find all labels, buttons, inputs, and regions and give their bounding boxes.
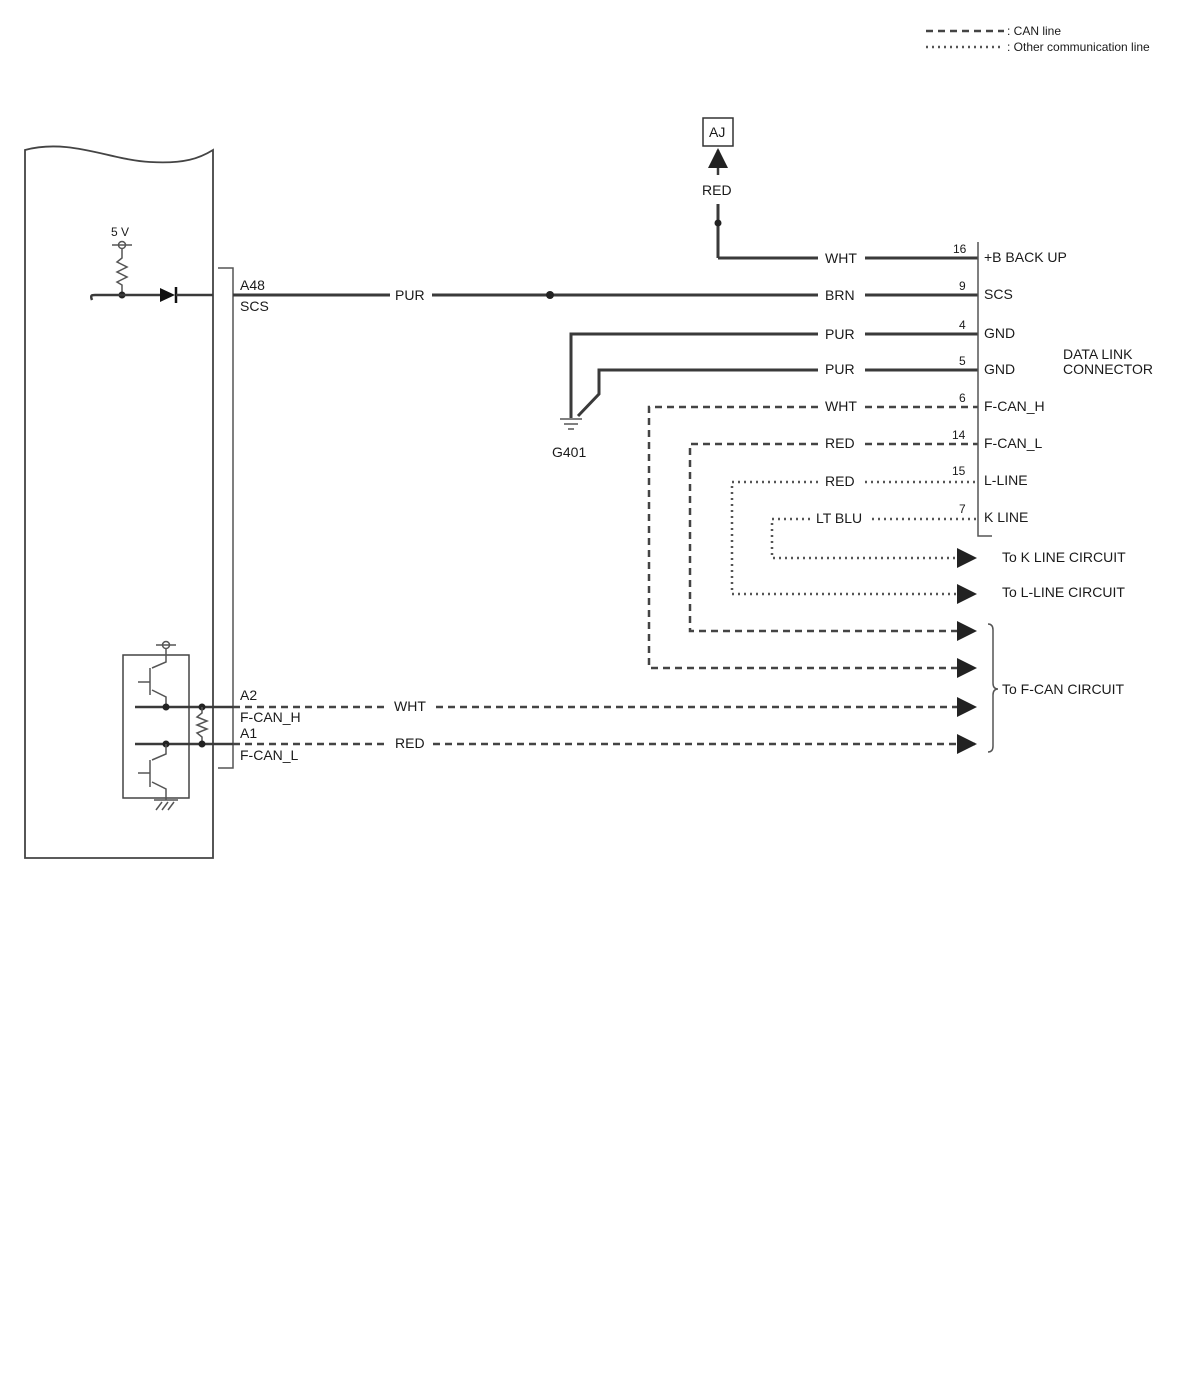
wire-aj-color: RED (702, 182, 732, 198)
dlc-pin-9: 9 (959, 279, 966, 293)
supply-voltage-label: 5 V (111, 225, 129, 239)
dlc-pin-16: 16 (953, 242, 967, 256)
terminal-a48-pin: A48 (240, 277, 265, 293)
transceiver-box (122, 654, 190, 799)
dlc-pin-15: 15 (952, 464, 966, 478)
wire-gnd4-color: PUR (825, 326, 855, 342)
dlc-connector-bracket (977, 242, 992, 537)
dlc-pin-6: 6 (959, 391, 966, 405)
ground-g401-icon (560, 418, 582, 430)
legend: : CAN line : Other communication line (926, 24, 1150, 54)
dest-k-line-label: To K LINE CIRCUIT (1002, 549, 1126, 565)
dest-l-line-label: To L-LINE CIRCUIT (1002, 584, 1125, 600)
dlc-signal-scs: SCS (984, 286, 1013, 302)
dest-f-can-label: To F-CAN CIRCUIT (1002, 681, 1125, 697)
wire-fcanl-dlc-color: RED (825, 435, 855, 451)
unit-terminals: A48 SCS A2 F-CAN_H A1 F-CAN_L (240, 277, 301, 763)
wire-fcanh-dlc-color: WHT (825, 398, 857, 414)
terminal-a2-pin: A2 (240, 687, 257, 703)
dlc-signal-gnd-4: GND (984, 325, 1015, 341)
dlc-signal-lline: L-LINE (984, 472, 1028, 488)
ground-g401-label: G401 (552, 444, 586, 460)
terminal-a48-signal: SCS (240, 298, 269, 314)
dlc-signal-kline: K LINE (984, 509, 1028, 525)
scs-input-circuit: 5 V (89, 225, 213, 303)
terminal-a1-pin: A1 (240, 725, 257, 741)
dlc-signal-backup: +B BACK UP (984, 249, 1067, 265)
junction-aj-label: AJ (709, 124, 725, 140)
dlc-comm-lines: WHT RED RED LT BLU (647, 398, 978, 678)
dlc-pin-7: 7 (959, 502, 966, 516)
pullup-resistor-icon (115, 249, 129, 295)
wire-fcanh-unit-color: WHT (394, 698, 426, 714)
terminal-a2-signal: F-CAN_H (240, 709, 301, 725)
wire-scs-right-color: BRN (825, 287, 855, 303)
ground-wires: PUR PUR G401 (552, 326, 978, 460)
lline-dlc-wire (730, 480, 977, 604)
dlc-title-line2: CONNECTOR (1063, 361, 1153, 377)
legend-can-line-label: : CAN line (1007, 24, 1061, 38)
destinations: To K LINE CIRCUIT To L-LINE CIRCUIT To F… (987, 549, 1126, 753)
scs-wire: PUR BRN (233, 287, 978, 303)
dlc-pin-14: 14 (952, 428, 966, 442)
unit-connector-bracket (218, 267, 234, 769)
dlc-title-line1: DATA LINK (1063, 346, 1133, 362)
dlc-pin-4: 4 (959, 318, 966, 332)
kline-dlc-wire (770, 517, 977, 568)
termination-resistor-icon (194, 707, 210, 744)
legend-other-line-label: : Other communication line (1007, 40, 1150, 54)
fcanh-dlc-wire (647, 405, 977, 678)
wire-lline-dlc-color: RED (825, 473, 855, 489)
dlc-signal-fcanh: F-CAN_H (984, 398, 1045, 414)
data-link-connector: 16 +B BACK UP 9 SCS 4 GND 5 GND 6 F-CAN_… (952, 242, 1153, 537)
wire-fcanl-unit-color: RED (395, 735, 425, 751)
fcan-destination-brace (987, 623, 999, 753)
can-transceiver (122, 640, 233, 811)
dlc-signal-gnd-5: GND (984, 361, 1015, 377)
terminal-a1-signal: F-CAN_L (240, 747, 299, 763)
diode-icon (160, 288, 175, 302)
fcanl-dlc-wire (688, 442, 977, 641)
backup-power-circuit: AJ RED WHT (702, 117, 978, 266)
dlc-signal-fcanl: F-CAN_L (984, 435, 1043, 451)
wire-scs-left-color: PUR (395, 287, 425, 303)
wire-backup-color: WHT (825, 250, 857, 266)
unit-fcan-lines: WHT RED (233, 697, 977, 754)
wire-kline-dlc-color: LT BLU (816, 510, 862, 526)
wire-gnd5-color: PUR (825, 361, 855, 377)
dlc-pin-5: 5 (959, 354, 966, 368)
junction-aj-box (702, 117, 734, 147)
